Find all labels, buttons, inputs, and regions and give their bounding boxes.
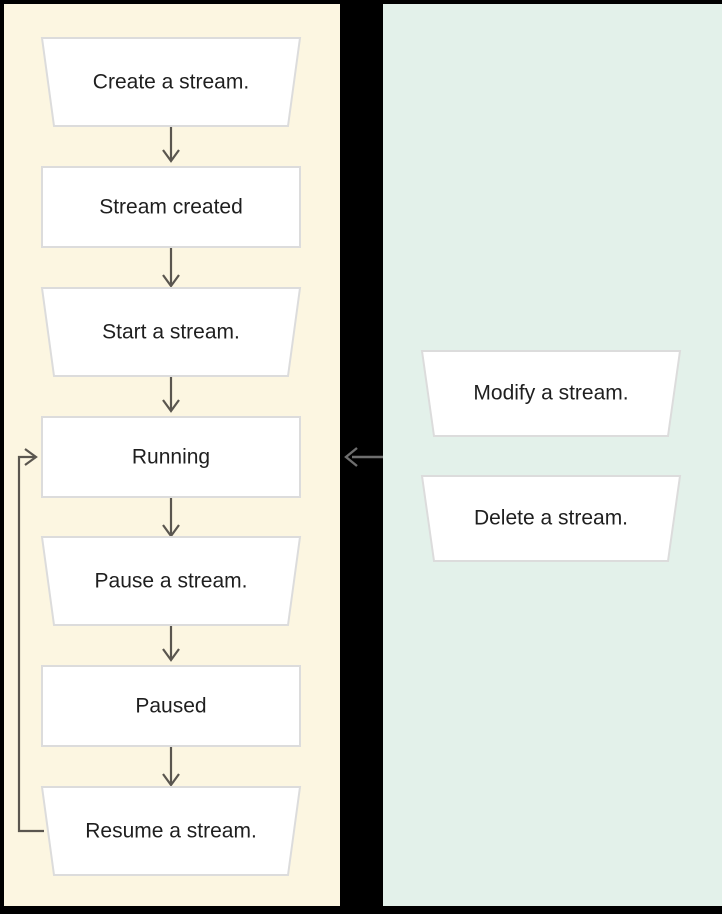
node-paused[interactable]: Paused [41, 665, 301, 747]
edge-create-to-created [162, 126, 180, 163]
node-stream-created[interactable]: Stream created [41, 166, 301, 248]
node-stream-created-shape[interactable] [41, 166, 301, 248]
nodes-layer: Create a stream. Stream created Start a … [40, 37, 682, 876]
edge-pause-to-paused [162, 625, 180, 662]
node-pause-a-stream[interactable]: Pause a stream. [40, 536, 302, 626]
node-delete-a-stream[interactable]: Delete a stream. [420, 475, 682, 562]
node-running-shape[interactable] [41, 416, 301, 498]
node-resume-a-stream[interactable]: Resume a stream. [40, 786, 302, 876]
edge-resume-to-running-loop [17, 448, 44, 833]
node-delete-a-stream-label: Delete a stream. [474, 507, 628, 530]
node-paused-label: Paused [135, 695, 206, 718]
node-modify-a-stream-shape[interactable] [420, 350, 682, 437]
node-create-a-stream-label: Create a stream. [93, 71, 249, 94]
node-create-a-stream-shape[interactable] [40, 37, 302, 127]
node-resume-a-stream-shape[interactable] [40, 786, 302, 876]
operations-panel-background [383, 4, 722, 906]
node-stream-created-label: Stream created [99, 196, 243, 219]
node-modify-a-stream-label: Modify a stream. [473, 382, 628, 405]
edge-created-to-start [162, 247, 180, 288]
node-start-a-stream-label: Start a stream. [102, 321, 240, 344]
edges-layer [17, 126, 383, 833]
node-start-a-stream-shape[interactable] [40, 287, 302, 377]
node-running[interactable]: Running [41, 416, 301, 498]
edge-paused-to-resume [162, 746, 180, 787]
node-pause-a-stream-shape[interactable] [40, 536, 302, 626]
node-paused-shape[interactable] [41, 665, 301, 747]
node-start-a-stream[interactable]: Start a stream. [40, 287, 302, 377]
node-pause-a-stream-label: Pause a stream. [95, 570, 248, 593]
edge-start-to-running [162, 376, 180, 413]
node-modify-a-stream[interactable]: Modify a stream. [420, 350, 682, 437]
node-delete-a-stream-shape[interactable] [420, 475, 682, 562]
edge-operations-to-running [344, 447, 383, 467]
node-running-label: Running [132, 446, 210, 469]
node-create-a-stream[interactable]: Create a stream. [40, 37, 302, 127]
node-resume-a-stream-label: Resume a stream. [85, 820, 257, 843]
